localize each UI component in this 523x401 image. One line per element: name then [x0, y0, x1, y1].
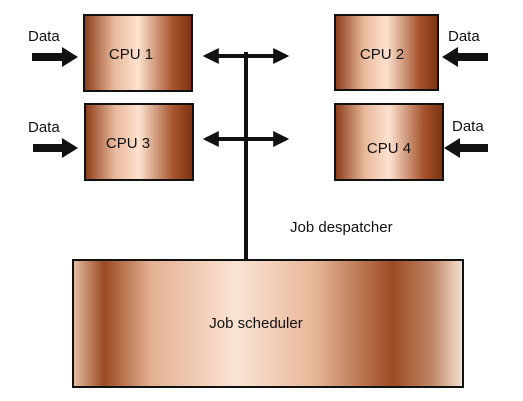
- cpu-2-label: CPU 2: [360, 46, 404, 63]
- job-scheduler-box: Job scheduler: [72, 259, 464, 388]
- cpu-4-box: CPU 4: [334, 103, 444, 181]
- cpu-1-box: CPU 1: [83, 14, 193, 92]
- cpu-3-label: CPU 3: [106, 135, 150, 152]
- cpu-1-data-label: Data: [28, 28, 60, 45]
- cpu-4-data-arrow: [444, 138, 488, 158]
- cpu-1-data-arrow: [32, 47, 78, 67]
- cpu-2-data-label: Data: [448, 28, 480, 45]
- cpu-3-box: CPU 3: [84, 103, 194, 181]
- cpu-3-data-label: Data: [28, 119, 60, 136]
- cpu-3-data-arrow: [33, 138, 78, 158]
- dispatcher-label: Job despatcher: [290, 219, 393, 236]
- cpu-2-data-arrow: [442, 47, 488, 67]
- cpu-4-label: CPU 4: [367, 140, 411, 157]
- job-scheduler-label: Job scheduler: [209, 315, 302, 332]
- cpu-4-data-label: Data: [452, 118, 484, 135]
- cpu-1-label: CPU 1: [109, 46, 153, 63]
- cpu-2-box: CPU 2: [334, 14, 439, 91]
